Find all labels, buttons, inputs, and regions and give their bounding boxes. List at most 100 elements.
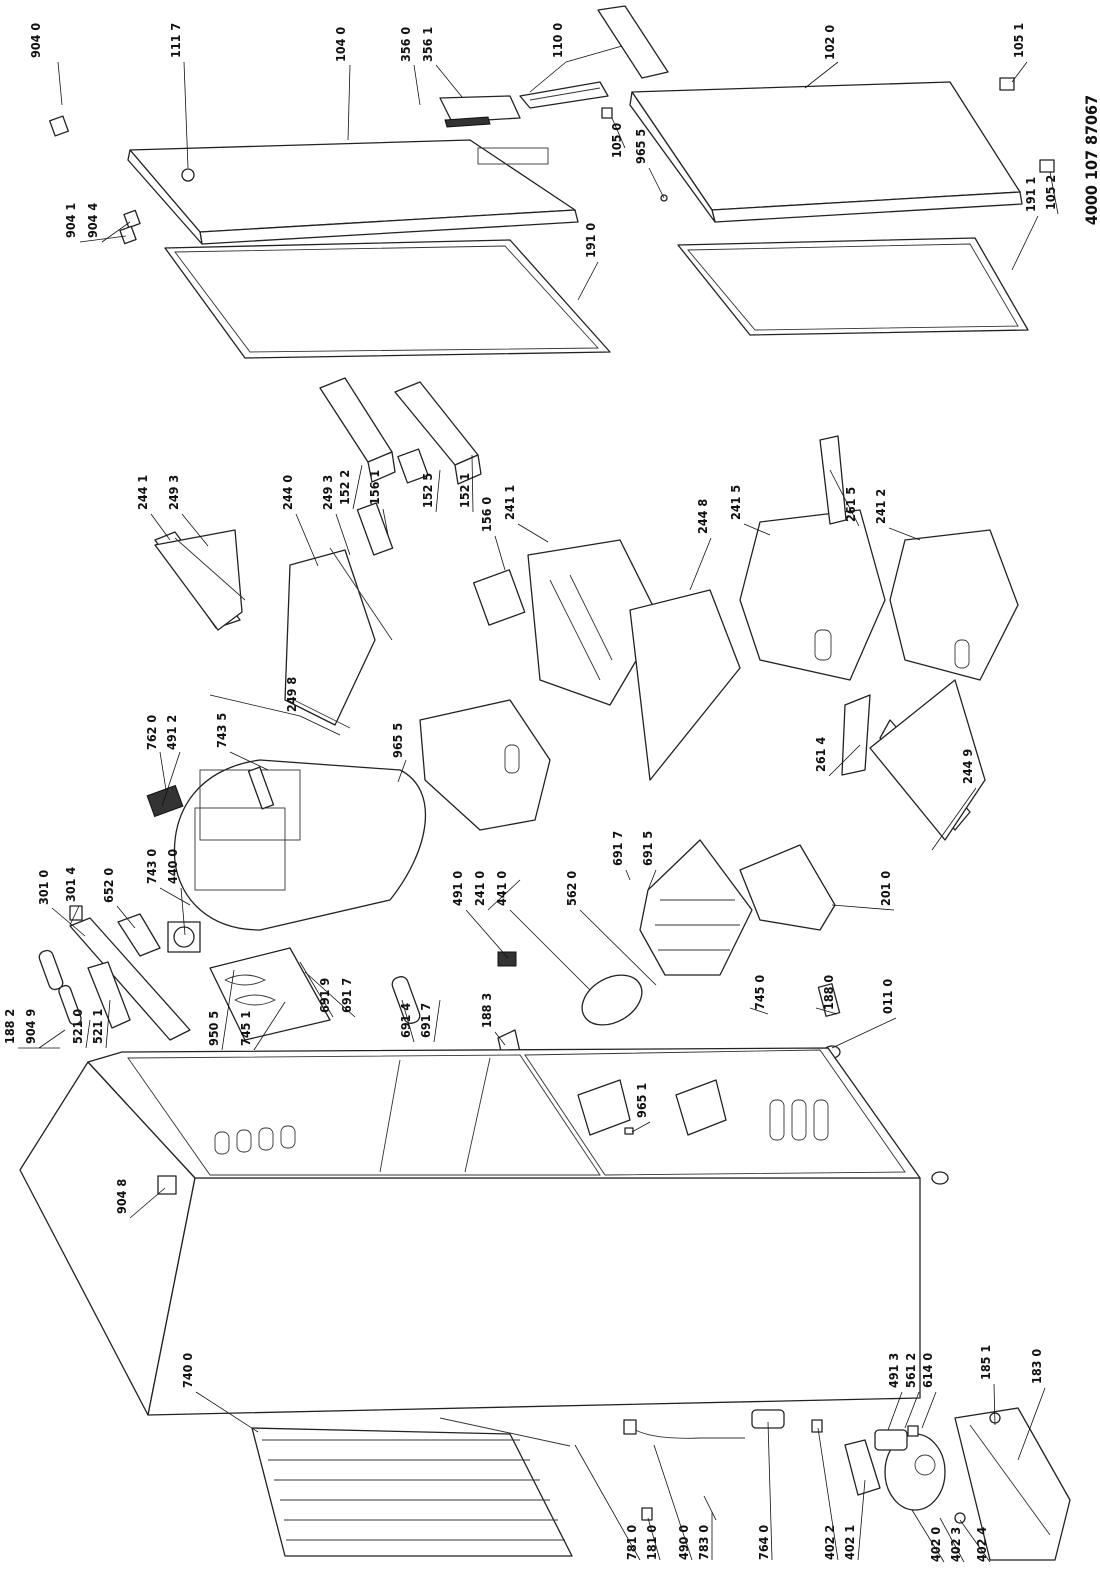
part-label-490-0: 490 0 — [676, 1525, 691, 1560]
rail-261-4 — [841, 694, 871, 776]
lamp-cover-188-2 — [38, 949, 82, 1026]
part-label-691-4: 691 4 — [398, 1003, 413, 1038]
bracket-491-3 — [874, 1425, 919, 1451]
panel-652-0 — [117, 913, 161, 957]
small-electronics — [146, 766, 275, 818]
door-balconies-152 — [319, 377, 482, 485]
drawer-241-5 — [739, 509, 886, 681]
part-label-241-1: 241 1 — [502, 485, 517, 520]
part-label-491-2: 491 2 — [164, 715, 179, 750]
leader-line — [1011, 61, 1028, 83]
leader-line — [1011, 215, 1039, 271]
leader-line — [471, 454, 474, 513]
leader-line — [180, 887, 186, 936]
part-label-244-0: 244 0 — [280, 475, 295, 510]
freezer-drawer-241-0 — [419, 699, 551, 831]
pipe-781-0 — [439, 1417, 571, 1447]
part-label-244-9: 244 9 — [960, 749, 975, 784]
part-label-904-9: 904 9 — [23, 1009, 38, 1044]
leader-line — [817, 1427, 839, 1561]
cabinet — [19, 1047, 921, 1416]
leader-line — [743, 523, 771, 536]
leader-line — [1049, 171, 1059, 215]
condenser-740-0 — [251, 1427, 573, 1557]
leader-line — [51, 907, 86, 937]
leader-line — [183, 61, 189, 169]
part-label-249-3: 249 3 — [320, 475, 335, 510]
leader-line — [347, 64, 351, 141]
leader-line — [401, 999, 415, 1043]
top-cover-301-0 — [69, 905, 191, 1041]
leader-line — [749, 1007, 769, 1015]
part-label-783-0: 783 0 — [696, 1525, 711, 1560]
glass-shelf-244-1 — [154, 529, 246, 631]
part-label-102-0: 102 0 — [822, 25, 837, 60]
leader-line — [494, 1031, 506, 1046]
part-label-201-0: 201 0 — [878, 871, 893, 906]
part-label-244-1: 244 1 — [135, 475, 150, 510]
leader-line — [101, 221, 131, 243]
leader-line — [335, 513, 351, 556]
part-label-301-0: 301 0 — [36, 870, 51, 905]
leader-line — [295, 513, 319, 567]
part-label-241-5: 241 5 — [728, 485, 743, 520]
leader-line — [116, 905, 136, 929]
leader-line — [887, 1391, 903, 1431]
leader-line — [159, 887, 191, 906]
part-label-562-0: 562 0 — [564, 871, 579, 906]
part-label-904-4: 904 4 — [85, 203, 100, 238]
cabinet-vents — [214, 1099, 829, 1155]
leader-line — [352, 464, 363, 510]
part-label-249-8: 249 8 — [284, 677, 299, 712]
leader-line — [304, 971, 356, 1018]
leader-line — [79, 235, 127, 243]
leader-line — [689, 537, 712, 591]
glass-cover-244-9 — [869, 679, 986, 841]
part-label-521-0: 521 0 — [70, 1009, 85, 1044]
compressor-plate-183-0 — [954, 1407, 1071, 1561]
part-label-156-1: 156 1 — [367, 470, 382, 505]
cabinet-fittings — [157, 1079, 727, 1195]
part-label-402-2: 402 2 — [822, 1525, 837, 1560]
small-fittings-bottom — [641, 1419, 823, 1521]
part-label-691-7: 691 7 — [339, 978, 354, 1013]
leader-line — [625, 869, 631, 881]
part-label-183-0: 183 0 — [1029, 1349, 1044, 1384]
leader-line — [195, 1391, 259, 1433]
evaporator-cover-743 — [173, 759, 427, 931]
leader-line — [221, 969, 235, 1051]
leader-line — [69, 905, 80, 926]
part-label-152-2: 152 2 — [337, 470, 352, 505]
part-label-691-7: 691 7 — [418, 1003, 433, 1038]
leader-line — [38, 1029, 66, 1049]
freezer-door-104 — [127, 139, 579, 245]
part-label-261-4: 261 4 — [813, 737, 828, 772]
fresh-crisper-241-1 — [527, 539, 661, 706]
leader-line — [209, 694, 301, 717]
part-label-011-0: 011 0 — [880, 979, 895, 1014]
leader-line — [253, 1001, 286, 1051]
leader-line — [413, 64, 421, 106]
leader-line — [517, 523, 549, 543]
part-label-441-0: 441 0 — [494, 871, 509, 906]
part-label-402-3: 402 3 — [948, 1527, 963, 1562]
part-label-965-5: 965 5 — [390, 723, 405, 758]
part-label-743-5: 743 5 — [214, 713, 229, 748]
leader-line — [129, 1187, 166, 1219]
grid-156-0 — [472, 569, 526, 626]
part-label-965-1: 965 1 — [634, 1083, 649, 1118]
air-duct-691-4 — [391, 976, 421, 1024]
leader-line — [648, 167, 665, 199]
part-label-181-0: 181 0 — [644, 1525, 659, 1560]
leader-line — [921, 1391, 937, 1429]
part-label-244-8: 244 8 — [695, 499, 710, 534]
leader-line — [85, 1019, 91, 1049]
leader-line — [631, 1121, 651, 1133]
leader-line — [579, 909, 657, 986]
part-label-261-5: 261 5 — [843, 487, 858, 522]
part-label-762-0: 762 0 — [144, 715, 159, 750]
leader-line — [435, 64, 463, 98]
part-label-904-0: 904 0 — [28, 23, 43, 58]
leader-line — [577, 261, 599, 301]
leader-line — [829, 469, 860, 527]
